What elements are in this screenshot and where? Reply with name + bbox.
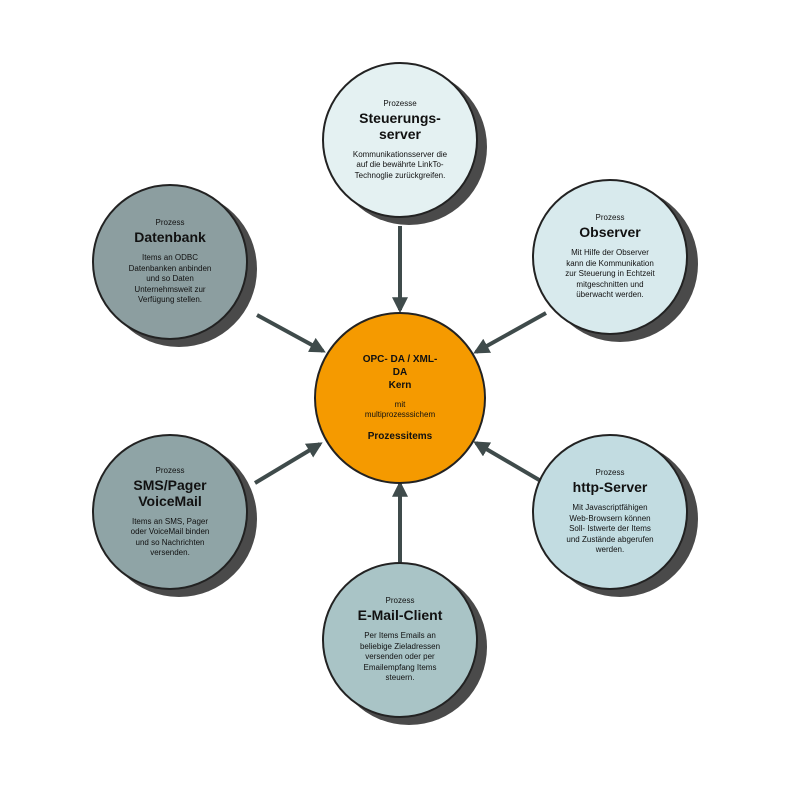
- datenbank-desc-line2: Datenbanken anbinden: [128, 263, 212, 273]
- sms-title-line2: VoiceMail: [138, 492, 202, 509]
- http-desc-line2: Web-Browsern können: [569, 513, 651, 523]
- observer-desc-line5: überwacht werden.: [576, 290, 644, 300]
- core-small-line2: multiprozesssichem: [364, 410, 436, 419]
- arrow-sms-to-core: [253, 442, 323, 485]
- node-observer: Prozess Observer Mit Hilfe der Observer …: [532, 179, 688, 335]
- arrow-observer-to-core: [473, 311, 547, 354]
- arrow-datenbank-to-core: [256, 313, 326, 353]
- sms-description: Items an SMS, Pager oder VoiceMail binde…: [131, 517, 210, 559]
- datenbank-description: Items an ODBC Datenbanken anbinden und s…: [129, 253, 212, 306]
- email-desc-line1: Per Items Emails an: [364, 631, 436, 641]
- datenbank-kicker: Prozess: [155, 218, 185, 228]
- email-desc-line3: versenden oder per: [365, 652, 435, 662]
- email-desc-line4: Emailempfang Items: [363, 662, 437, 672]
- sms-desc-line1: Items an SMS, Pager: [131, 516, 209, 526]
- observer-desc-line4: mitgeschnitten und: [576, 279, 644, 289]
- datenbank-desc-line1: Items an ODBC: [141, 253, 198, 263]
- steuerung-kicker: Prozesse: [383, 98, 417, 108]
- observer-description: Mit Hilfe der Observer kann die Kommunik…: [565, 248, 654, 301]
- arrow-http-to-core: [473, 441, 548, 486]
- email-title: E-Mail-Client: [357, 607, 443, 624]
- steuerung-description: Kommunikationsserver die auf die bewährt…: [353, 150, 447, 182]
- http-kicker: Prozess: [595, 468, 625, 478]
- http-description: Mit Javascriptfähigen Web-Browsern könne…: [566, 503, 653, 556]
- http-desc-line5: werden.: [595, 545, 625, 555]
- steuerung-title-line1: Steuerungs-: [359, 109, 441, 126]
- email-kicker: Prozess: [385, 596, 415, 606]
- observer-desc-line1: Mit Hilfe der Observer: [571, 248, 649, 258]
- core-small-line1: mit: [394, 400, 406, 409]
- connector-arrows: [253, 226, 548, 570]
- sms-kicker: Prozess: [155, 465, 185, 475]
- sms-title-line1: SMS/Pager: [133, 476, 207, 493]
- observer-desc-line2: kann die Kommunikation: [566, 258, 654, 268]
- sms-desc-line2: oder VoiceMail binden: [130, 527, 210, 536]
- email-description: Per Items Emails an beliebige Zieladress…: [360, 631, 440, 684]
- datenbank-desc-line4: Unternehmsweit zur: [134, 284, 206, 294]
- http-desc-line1: Mit Javascriptfähigen: [572, 503, 648, 513]
- observer-desc-line3: zur Steuerung in Echtzeit: [565, 269, 655, 279]
- steuerung-title-line2: server: [378, 125, 422, 142]
- email-desc-line2: beliebige Zieladressen: [359, 641, 441, 651]
- core-prozessitems: Prozessitems: [367, 431, 433, 442]
- sms-desc-line3: und so Nachrichten: [135, 537, 205, 547]
- steuerung-desc-line1: Kommunikationsserver die: [352, 149, 448, 159]
- email-desc-line5: steuern.: [385, 673, 415, 683]
- http-title: http-Server: [572, 479, 648, 496]
- datenbank-desc-line5: Verfügung stellen.: [137, 295, 203, 305]
- node-datenbank: Prozess Datenbank Items an ODBC Datenban…: [92, 184, 248, 340]
- observer-title: Observer: [579, 224, 641, 241]
- http-desc-line3: Soll- Istwerte der Items: [569, 524, 651, 534]
- http-desc-line4: und Zustände abgerufen: [566, 534, 654, 544]
- datenbank-title: Datenbank: [134, 229, 206, 246]
- steuerung-title: Steuerungs- server: [359, 110, 441, 142]
- core-title-line3: Kern: [388, 380, 412, 391]
- datenbank-desc-line3: und so Daten: [146, 274, 194, 284]
- steuerung-desc-line2: auf die bewährte LinkTo-: [356, 160, 444, 170]
- node-email-client: Prozess E-Mail-Client Per Items Emails a…: [322, 562, 478, 718]
- node-steuerungsserver: Prozesse Steuerungs- server Kommunikatio…: [322, 62, 478, 218]
- core-title-line1: OPC- DA / XML-: [362, 354, 438, 365]
- node-http-server: Prozess http-Server Mit Javascriptfähige…: [532, 434, 688, 590]
- steuerung-desc-line3: Technoglie zurückgreifen.: [354, 170, 446, 180]
- node-sms-pager-voicemail: Prozess SMS/Pager VoiceMail Items an SMS…: [92, 434, 248, 590]
- observer-kicker: Prozess: [595, 213, 625, 223]
- sms-desc-line4: versenden.: [150, 548, 190, 557]
- sms-title: SMS/Pager VoiceMail: [133, 477, 206, 509]
- core-opc-circle: OPC- DA / XML- DA Kern mit multiprozesss…: [314, 312, 486, 484]
- core-title-line2: DA: [392, 367, 408, 378]
